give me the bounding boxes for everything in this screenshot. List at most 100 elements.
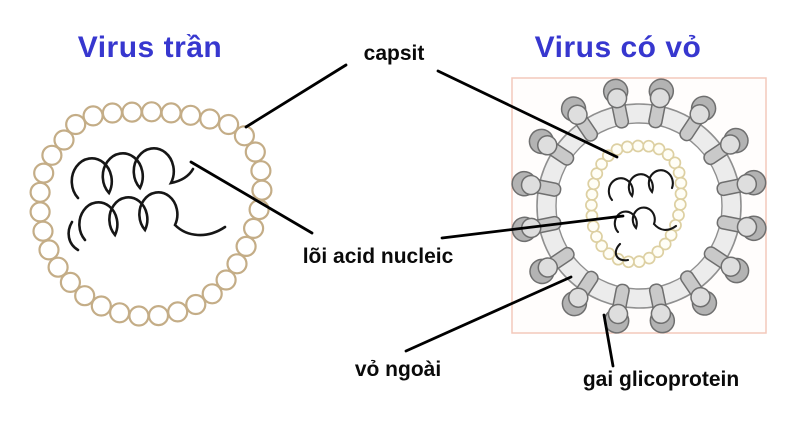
capsid-bead [65,113,87,136]
capsid-bead [602,247,616,261]
capsid-bead [215,269,237,291]
spike-cap-front [736,173,758,195]
spike-cap-front [649,87,671,109]
spike-cap-front [568,287,589,308]
naked-nucleic-coil [67,147,227,252]
capsid-bead [674,176,688,190]
capsid-bead [180,104,202,126]
leader-capsid-to-enveloped [436,69,619,159]
glycoprotein-spike [716,169,767,197]
capsid-bead [121,101,143,123]
glycoprotein-spike [703,246,750,284]
capsid-bead [47,256,69,278]
glycoprotein-spike [679,95,717,142]
capsid-bead [586,220,600,233]
glycoprotein-spike [511,170,562,197]
capsid-bead [585,188,599,201]
spike-cap-front [537,257,559,278]
capsid-bead [587,177,601,191]
leader-nucleic-to-enveloped-coil [440,214,625,240]
label-glycoprotein-spike: gai glicoprotein [583,368,739,391]
nucleic-coil-left-hook [67,220,80,252]
spike-cap-front [567,104,588,126]
env-coil-bottom-row [613,206,678,234]
capsid-bead [595,239,609,253]
enveloped-capsid-beads [585,139,688,269]
label-capsid: capsit [364,42,425,65]
leader-nucleic-to-naked-coil [189,160,314,235]
capsid-bead [610,143,624,156]
nucleic-coil-top-row [70,147,195,200]
capsid-bead [90,295,112,317]
spike-cap-front [606,87,628,109]
capsid-bead [41,144,63,166]
glycoprotein-spike [716,215,767,242]
glycoprotein-spike [529,246,575,285]
naked-virus [29,101,273,327]
glycoprotein-spike [561,270,599,317]
capsid-bead [251,179,273,201]
leader-capsid-to-naked [244,63,348,129]
capsid-bead [622,255,635,269]
capsid-bead [585,198,598,212]
title-enveloped-virus: Virus có vỏ [535,31,702,64]
capsid-bead [167,301,189,323]
capsid-bead [250,160,272,182]
capsid-bead [590,230,603,243]
capsid-bead [243,217,265,239]
capsid-bead [642,139,656,153]
capsid-bead [652,142,666,156]
capsid-bead [29,201,51,223]
capsid-bead [620,140,634,154]
capsid-bead [199,108,221,130]
capsid-bead [201,283,223,305]
enveloped-nucleic-coil [607,169,678,262]
spike-cap-front [650,303,672,325]
env-coil-hook [614,242,630,262]
capsid-bead [32,220,54,242]
env-coil-top-row [607,169,674,202]
naked-capsid-beads [29,101,273,327]
glycoprotein-spike [528,128,575,166]
glycoprotein-spike [679,270,718,316]
glycoprotein-spike [602,78,630,129]
capsid-bead [101,102,124,124]
spike-cap-front [537,135,558,156]
spike-cap-front [689,104,710,125]
title-naked-virus: Virus trần [78,31,223,64]
capsid-bead [218,113,240,136]
capsid-bead [661,148,675,161]
capsid-bead [160,102,182,124]
label-nucleic-core: lõi acid nucleic [303,245,454,268]
capsid-bead [233,125,255,147]
glycoprotein-spike [648,283,676,334]
capsid-bead [29,181,51,203]
capsid-bead [82,105,104,127]
capsid-bead [595,157,608,171]
capsid-bead [147,305,170,327]
capsid-bead [674,187,688,201]
glycoprotein-spike [648,78,675,129]
spike-cap-front [736,216,758,238]
spike-cap-front [690,286,711,308]
spike-cap-front [607,303,629,325]
spike-cap-front [520,174,542,196]
spike-cap-front [719,134,741,155]
capsid-bead [244,141,266,163]
leader-glycoprotein-spike [602,313,615,368]
capsid-bead [185,293,207,316]
capsid-bead [38,239,60,261]
capsid-bead [226,253,248,275]
capsid-bead [672,208,685,222]
spike-cap-front [720,256,741,277]
capsid-bead [658,237,672,251]
capsid-bead [128,305,150,327]
leader-outer-envelope [404,275,573,353]
glycoprotein-spike [703,127,749,166]
glycoprotein-spike [560,96,599,142]
capsid-bead [59,271,82,293]
capsid-bead [673,198,687,211]
capsid-bead [53,129,75,151]
